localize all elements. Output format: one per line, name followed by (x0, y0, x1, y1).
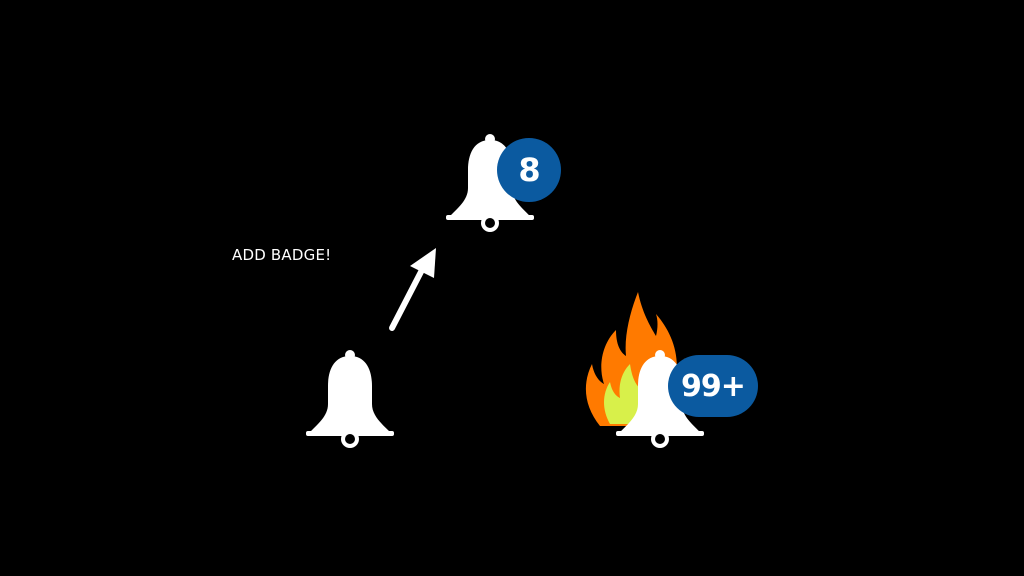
arrow-icon (380, 240, 450, 340)
notification-badge: 8 (497, 138, 561, 202)
notification-badge-overflow: 99+ (668, 355, 758, 417)
caption-label: ADD BADGE! (232, 246, 332, 264)
bell-icon (304, 348, 396, 448)
